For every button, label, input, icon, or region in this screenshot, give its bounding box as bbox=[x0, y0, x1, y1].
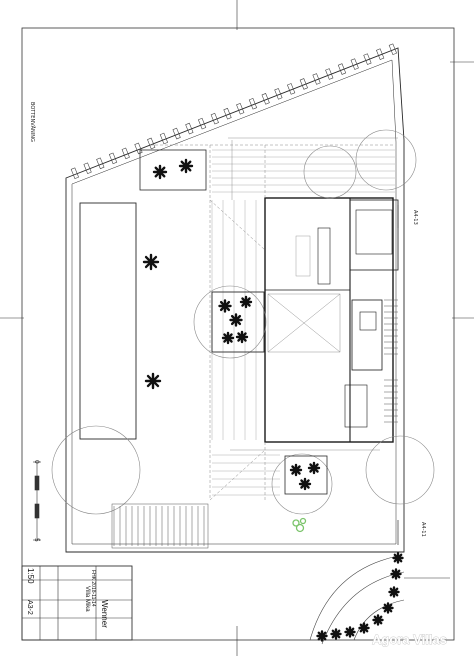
spiral-trees bbox=[316, 552, 404, 642]
wall-tick bbox=[325, 68, 334, 80]
palm-tree-icon bbox=[392, 552, 404, 564]
wall-tick bbox=[248, 98, 258, 110]
level-name-label: BOTTENVÅNING bbox=[29, 102, 36, 142]
scale-zero-label: 0 bbox=[33, 460, 40, 464]
title-block bbox=[21, 565, 133, 641]
pool-outline bbox=[79, 202, 137, 440]
wall-tick bbox=[376, 48, 385, 60]
palm-tree-icon bbox=[372, 614, 384, 626]
watermark-label: Agora Villas bbox=[372, 632, 447, 647]
palm-tree-icon bbox=[307, 461, 321, 475]
wall-tick bbox=[147, 137, 156, 150]
palm-crown bbox=[312, 466, 316, 470]
palm-crown bbox=[394, 572, 398, 576]
palm-tree-icon bbox=[330, 628, 342, 640]
palm-tree-icon bbox=[178, 158, 194, 174]
wall-tick bbox=[197, 117, 207, 130]
wall-tick bbox=[337, 63, 347, 75]
wall-tick bbox=[274, 88, 283, 100]
palm-crown bbox=[183, 163, 189, 169]
palm-tree-icon bbox=[390, 568, 402, 580]
palm-tree-icon bbox=[298, 477, 312, 491]
palm-crown bbox=[148, 259, 154, 265]
planter-boxes bbox=[139, 149, 328, 495]
palm-tree-icon bbox=[229, 313, 243, 327]
wall-tick bbox=[312, 73, 321, 85]
wall-tick bbox=[121, 147, 130, 160]
palm-tree-icon bbox=[344, 626, 356, 638]
green-shrubs bbox=[292, 517, 307, 533]
wall-tick bbox=[70, 167, 79, 179]
site-outline bbox=[65, 47, 405, 553]
lower-deck bbox=[111, 503, 209, 549]
dimension-lines bbox=[228, 137, 398, 451]
scale-bar bbox=[33, 461, 41, 541]
palm-tree-icon bbox=[152, 164, 168, 180]
scale-label: 1:50 bbox=[26, 568, 35, 584]
palm-tree-icon bbox=[316, 630, 328, 642]
palm-tree-icon bbox=[239, 295, 253, 309]
wall-tick bbox=[286, 83, 296, 95]
wall-tick bbox=[388, 43, 397, 55]
palm-crown bbox=[226, 336, 230, 340]
wall-tick bbox=[96, 157, 105, 170]
wall-tick bbox=[363, 53, 372, 65]
palm-tree-icon bbox=[388, 586, 400, 598]
palm-crown bbox=[362, 626, 366, 630]
palm-crown bbox=[240, 335, 244, 339]
retaining-wall-ticks bbox=[70, 43, 397, 179]
palm-crown bbox=[348, 630, 352, 634]
owner-label: Wenner bbox=[100, 600, 109, 628]
palm-tree-icon bbox=[289, 463, 303, 477]
palm-crown bbox=[244, 300, 248, 304]
wall-tick bbox=[210, 112, 219, 125]
wall-tick bbox=[172, 127, 181, 140]
palm-crown bbox=[320, 634, 324, 638]
palm-tree-icon bbox=[221, 331, 235, 345]
wall-tick bbox=[223, 107, 232, 120]
palm-crown bbox=[294, 468, 298, 472]
date-label: FHK 2018-11-14 bbox=[90, 570, 96, 607]
palm-tree-icon bbox=[358, 622, 370, 634]
palm-tree-icon bbox=[142, 253, 160, 271]
palm-tree-icon bbox=[235, 330, 249, 344]
section-a11-label: A4-11 bbox=[420, 522, 426, 537]
palm-crown bbox=[150, 378, 156, 384]
palm-crown bbox=[234, 318, 238, 322]
wall-tick bbox=[350, 58, 359, 70]
wall-tick bbox=[108, 152, 118, 165]
palm-crown bbox=[386, 606, 390, 610]
wall-tick bbox=[83, 162, 92, 175]
palm-trees bbox=[142, 158, 321, 491]
wall-tick bbox=[261, 93, 270, 105]
palm-crown bbox=[223, 304, 227, 308]
wall-tick bbox=[185, 122, 194, 135]
palm-crown bbox=[303, 482, 307, 486]
wall-tick bbox=[236, 102, 245, 115]
palm-tree-icon bbox=[382, 602, 394, 614]
palm-crown bbox=[392, 590, 396, 594]
section-a13-label: A4-13 bbox=[412, 210, 418, 225]
wall-tick bbox=[299, 78, 308, 90]
palm-crown bbox=[396, 556, 400, 560]
planting-circles bbox=[51, 129, 435, 515]
wall-tick bbox=[159, 132, 169, 145]
sheet-size-label: A3-2 bbox=[26, 600, 33, 615]
spiral-stair bbox=[309, 555, 405, 645]
palm-crown bbox=[376, 618, 380, 622]
house-walls bbox=[264, 197, 399, 443]
stairs bbox=[384, 299, 398, 423]
palm-crown bbox=[334, 632, 338, 636]
palm-crown bbox=[157, 169, 163, 175]
scale-five-label: 5 bbox=[33, 538, 40, 542]
palm-tree-icon bbox=[218, 299, 232, 313]
dashed-guides bbox=[150, 144, 395, 501]
project-name-label: Villa Mika bbox=[84, 586, 90, 612]
palm-tree-icon bbox=[144, 372, 162, 390]
